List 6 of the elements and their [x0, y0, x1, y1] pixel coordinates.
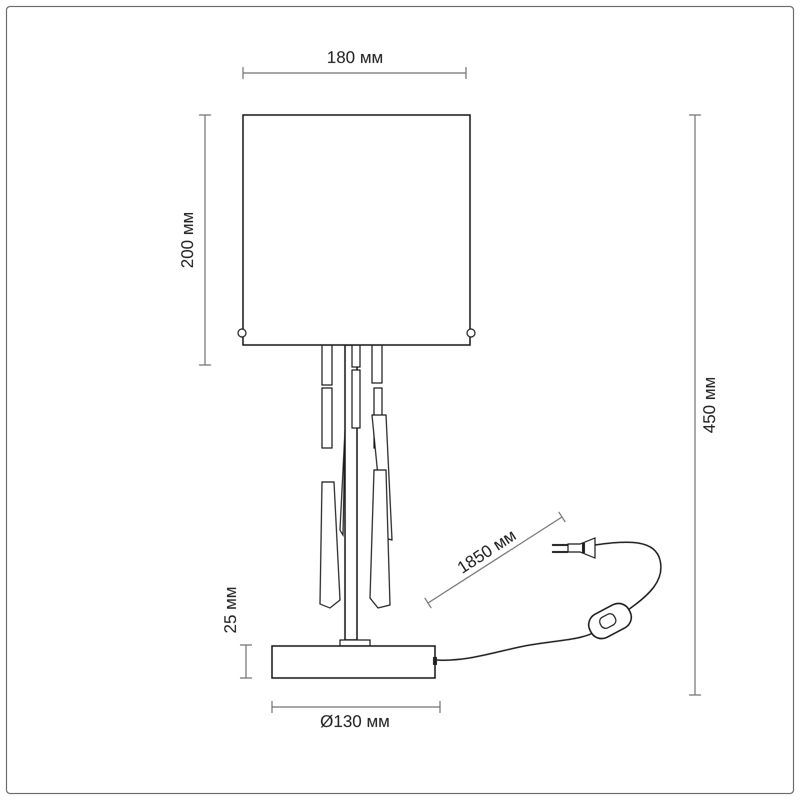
dimension-label: 25 мм	[221, 586, 241, 634]
dimension-label: 1850 мм	[454, 526, 520, 578]
dimension-label: 200 мм	[178, 212, 198, 268]
dimension-label: 450 мм	[700, 376, 720, 434]
dimension-label: 180 мм	[326, 48, 384, 68]
dimension-label: Ø130 мм	[320, 712, 390, 732]
